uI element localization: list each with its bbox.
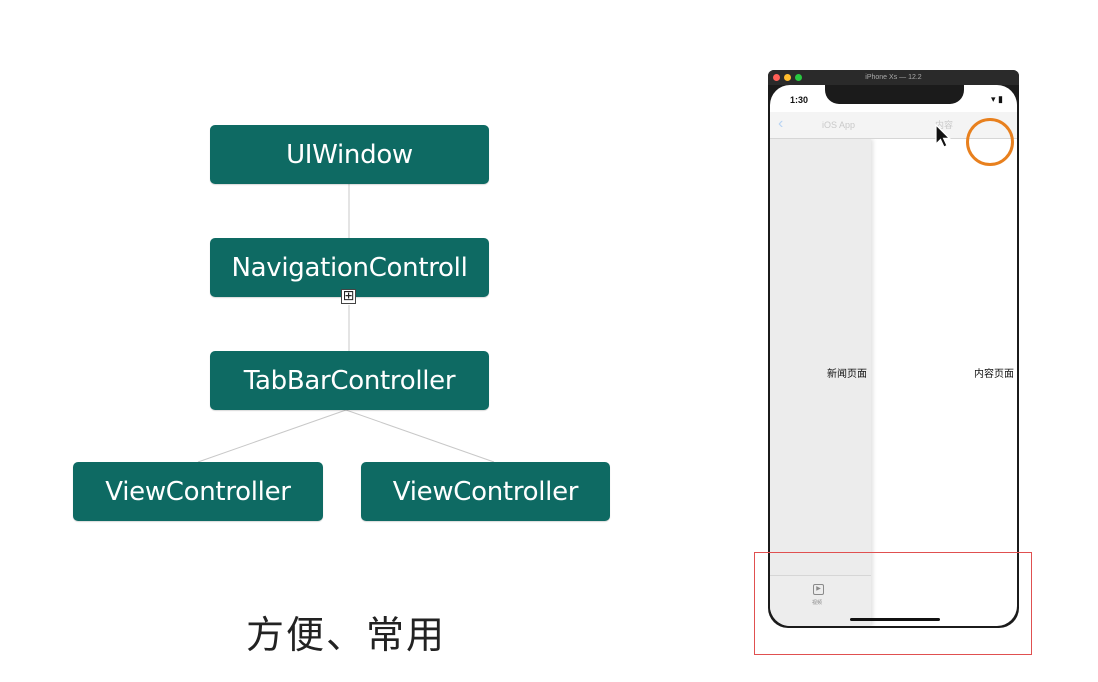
node-view-controller-right: ViewController [361, 462, 610, 521]
video-tab-icon[interactable]: ▶ [813, 584, 824, 595]
news-page-label: 新闻页面 [827, 369, 867, 380]
simulator-titlebar: iPhone Xs — 12.2 [768, 70, 1019, 85]
status-icons: ▾ ▮ [991, 94, 1003, 104]
simulator-window: iPhone Xs — 12.2 1:30 ▾ ▮ 新闻页面 内容页面 ‹ iO… [768, 70, 1019, 628]
minimize-window-icon[interactable] [784, 74, 791, 81]
node-view-controller-left: ViewController [73, 462, 323, 521]
video-tab-label[interactable]: 视频 [812, 600, 823, 606]
expand-toggle-icon[interactable]: ⊞ [341, 288, 356, 304]
node-tabbar-controller: TabBarController [210, 351, 489, 410]
connector-tabbar-vc-right [345, 409, 495, 463]
node-view-controller-left-label: ViewController [105, 476, 291, 507]
caption: 方便、常用 [246, 613, 447, 657]
touch-indicator [966, 118, 1014, 166]
node-view-controller-right-label: ViewController [392, 476, 579, 507]
node-uiwindow: UIWindow [210, 125, 489, 184]
status-time: 1:30 [790, 95, 809, 105]
nav-back-title[interactable]: iOS App [822, 120, 856, 130]
mouse-cursor-icon [935, 124, 951, 148]
home-indicator[interactable] [850, 618, 940, 621]
news-page: 新闻页面 [770, 139, 871, 626]
content-page-label: 内容页面 [974, 369, 1014, 380]
simulator-title: iPhone Xs — 12.2 [865, 74, 922, 81]
back-chevron-icon[interactable]: ‹ [778, 115, 784, 132]
node-uiwindow-label: UIWindow [286, 139, 413, 170]
nav-title: 内容 [935, 120, 954, 130]
phone-notch [825, 85, 964, 104]
node-navigation-controller: NavigationControll [210, 238, 489, 297]
tab-bar: ▶ 视频 [770, 575, 871, 626]
close-window-icon[interactable] [773, 74, 780, 81]
node-tabbar-controller-label: TabBarController [243, 365, 456, 396]
connector-tabbar-vc-left [197, 409, 347, 463]
node-navigation-controller-label: NavigationControll [231, 252, 468, 283]
tabbar-highlight-box [754, 552, 1032, 655]
phone-screen: 1:30 ▾ ▮ 新闻页面 内容页面 ‹ iOS App 内容 ▶ 视频 [770, 85, 1017, 626]
zoom-window-icon[interactable] [795, 74, 802, 81]
